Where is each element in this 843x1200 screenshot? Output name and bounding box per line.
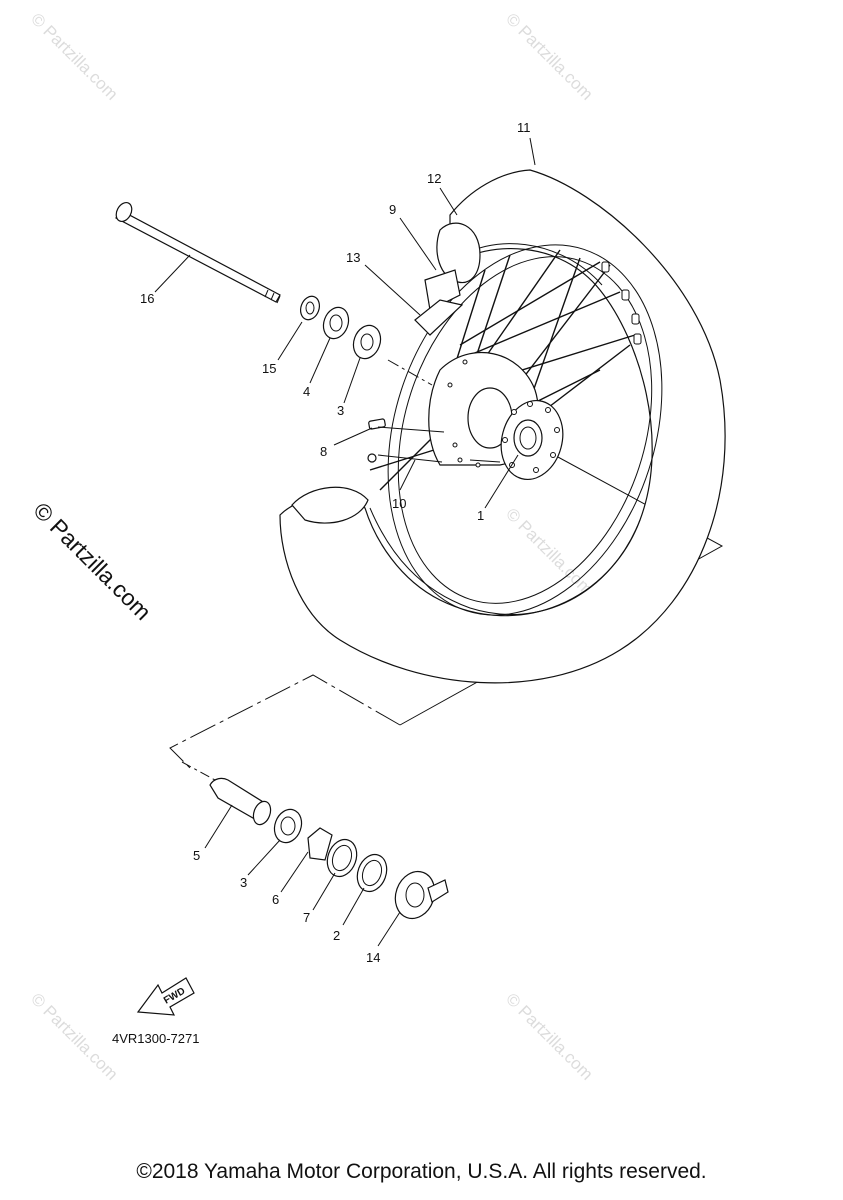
callout-15: 15 — [262, 361, 276, 376]
callout-14: 14 — [366, 950, 380, 965]
callouts: 1 2 3 3 4 5 6 7 8 9 10 11 12 13 14 15 16 — [140, 120, 531, 965]
fwd-arrow: FWD — [136, 977, 195, 1016]
leader-lines — [154, 137, 536, 947]
callout-3-upper: 3 — [337, 403, 344, 418]
rim-band-and-tube — [291, 222, 481, 524]
callout-8: 8 — [320, 444, 327, 459]
callout-16: 16 — [140, 291, 154, 306]
callout-1: 1 — [477, 508, 484, 523]
callout-7: 7 — [303, 910, 310, 925]
rim — [387, 244, 663, 616]
callout-6: 6 — [272, 892, 279, 907]
spoke-nipples — [601, 261, 642, 345]
watermark-large: © Partzilla.com — [28, 497, 156, 625]
callout-5: 5 — [193, 848, 200, 863]
callout-2: 2 — [333, 928, 340, 943]
spoke-bolts — [367, 418, 386, 463]
callout-3-lower: 3 — [240, 875, 247, 890]
watermark-top-left: © Partzilla.com — [27, 9, 121, 103]
callout-9: 9 — [389, 202, 396, 217]
watermark-bottom-left: © Partzilla.com — [27, 989, 121, 1083]
copyright-notice: ©2018 Yamaha Motor Corporation, U.S.A. A… — [136, 1160, 707, 1183]
callout-13: 13 — [346, 250, 360, 265]
callout-4: 4 — [303, 384, 310, 399]
left-side-bearings — [299, 295, 382, 360]
diagram-code: 4VR1300-7271 — [112, 1031, 199, 1046]
watermark-middle-right: © Partzilla.com — [502, 504, 596, 598]
watermark-top-right: © Partzilla.com — [502, 9, 596, 103]
callout-11: 11 — [517, 120, 531, 135]
callout-10: 10 — [392, 496, 406, 511]
watermark-bottom-right: © Partzilla.com — [502, 989, 596, 1083]
callout-12: 12 — [427, 171, 441, 186]
front-axle — [115, 201, 281, 304]
lower-assembly — [209, 777, 449, 920]
hub — [428, 352, 564, 481]
